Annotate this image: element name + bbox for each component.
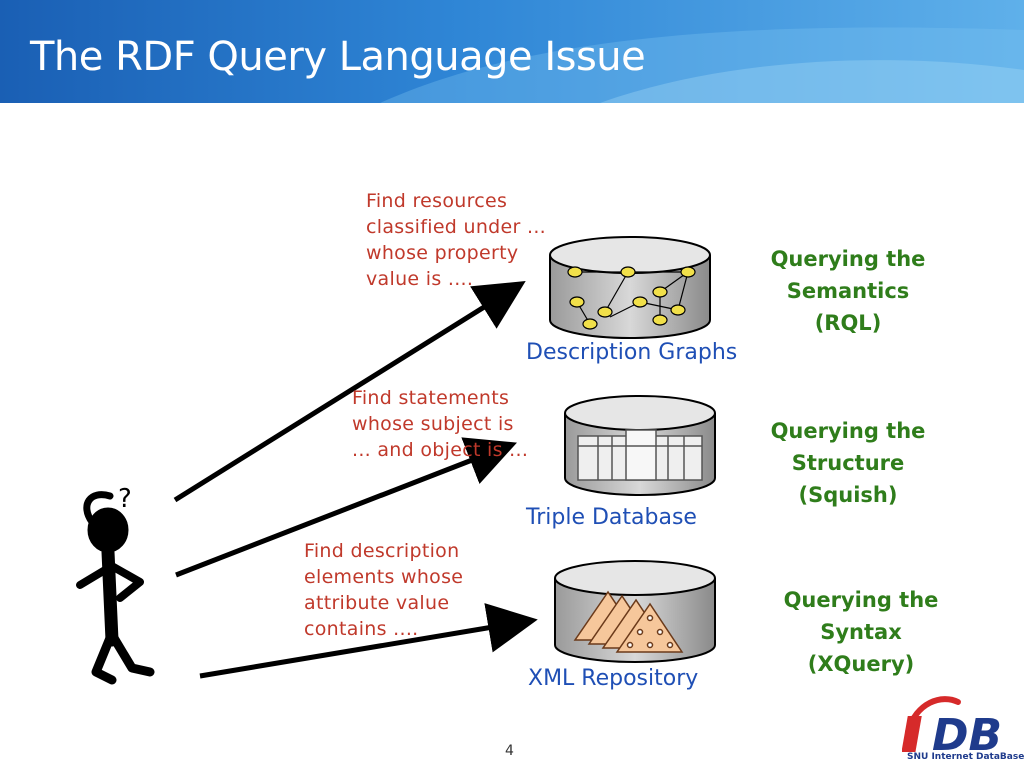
arrow-to-triple-database [175, 437, 517, 578]
table-icon [577, 429, 703, 481]
question-mark: ? [118, 484, 132, 514]
level-structure-line-3: (Squish) [798, 483, 898, 507]
query-syntax: Find description elements whose attribut… [304, 540, 464, 640]
graph-nodes [567, 266, 696, 330]
title-bar [0, 0, 1024, 103]
arrow-to-description-graphs [173, 281, 526, 503]
idb-logo: DB [902, 696, 1002, 761]
level-structure-line-1: Querying the [770, 419, 926, 443]
page-number: 4 [505, 743, 514, 759]
svg-text:DB: DB [932, 710, 1002, 761]
level-structure: Querying the Structure (Squish) [733, 415, 963, 511]
level-semantics-line-1: Querying the [770, 247, 926, 271]
header-swoosh [380, 27, 1024, 103]
level-semantics: Querying the Semantics (RQL) [733, 243, 963, 339]
description-graphs-cylinder [549, 236, 711, 339]
level-syntax-line-1: Querying the [783, 588, 939, 612]
query-structure: Find statements whose subject is ... and… [352, 387, 529, 461]
slide-title: The RDF Query Language Issue [30, 34, 646, 80]
triple-database-cylinder [564, 395, 716, 496]
level-syntax: Querying the Syntax (XQuery) [746, 584, 976, 680]
level-syntax-line-2: Syntax [820, 620, 902, 644]
label-xml-repository: XML Repository [528, 666, 699, 691]
level-semantics-line-2: Semantics [786, 279, 910, 303]
label-description-graphs: Description Graphs [526, 340, 738, 365]
query-semantics: Find resources classified under ... whos… [366, 190, 547, 290]
label-triple-database: Triple Database [526, 505, 697, 530]
level-structure-line-2: Structure [791, 451, 905, 475]
xml-tree-icon [573, 590, 684, 653]
level-syntax-line-3: (XQuery) [807, 652, 915, 676]
arrow-to-xml-repository [199, 603, 538, 679]
logo-caption: SNU Internet DataBase Lab. [907, 752, 1024, 762]
thinking-person-icon: ? [76, 484, 155, 685]
level-semantics-line-3: (RQL) [814, 311, 882, 335]
xml-repository-cylinder [554, 560, 716, 663]
